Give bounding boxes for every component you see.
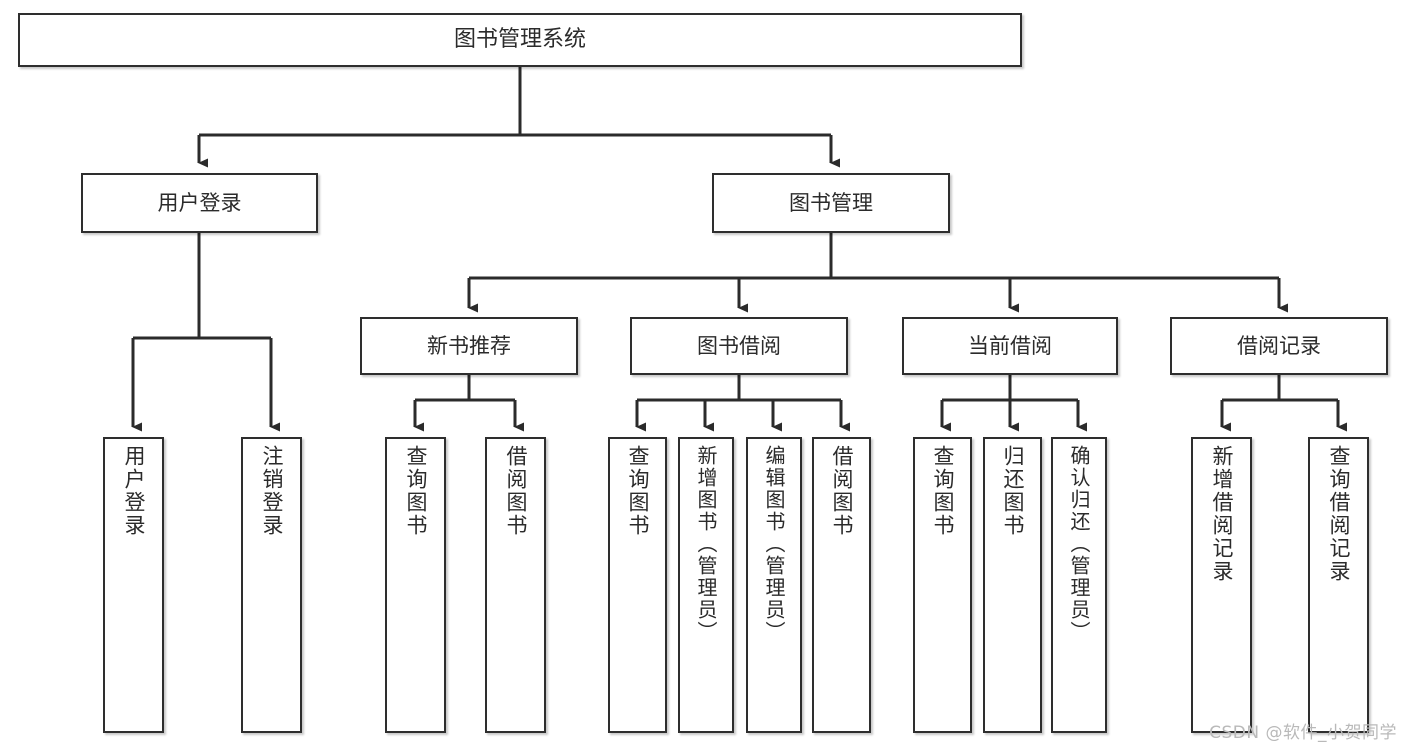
node-leaf-user-login[interactable]: 用户登录 <box>103 437 164 733</box>
node-current-borrow-label: 当前借阅 <box>968 333 1052 358</box>
node-leaf-query-book-2-label: 查询图书 <box>626 445 650 537</box>
node-book-manage-label: 图书管理 <box>789 190 873 215</box>
node-leaf-add-book-label: 新增图书（管理员） <box>694 445 718 643</box>
node-leaf-return-book-label: 归还图书 <box>1001 445 1025 537</box>
node-leaf-borrow-book-2[interactable]: 借阅图书 <box>812 437 871 733</box>
node-leaf-borrow-book-1[interactable]: 借阅图书 <box>485 437 546 733</box>
node-leaf-borrow-book-2-label: 借阅图书 <box>830 445 854 537</box>
node-leaf-confirm-return-label: 确认归还（管理员） <box>1067 445 1091 643</box>
node-leaf-query-book-3-label: 查询图书 <box>931 445 955 537</box>
node-new-book-recommend-label: 新书推荐 <box>427 333 511 358</box>
node-leaf-query-book-3[interactable]: 查询图书 <box>913 437 972 733</box>
node-book-borrow-label: 图书借阅 <box>697 333 781 358</box>
node-leaf-query-book-1-label: 查询图书 <box>404 445 428 537</box>
node-leaf-query-book-1[interactable]: 查询图书 <box>385 437 446 733</box>
node-leaf-query-book-2[interactable]: 查询图书 <box>608 437 667 733</box>
node-leaf-user-login-label: 用户登录 <box>122 445 146 537</box>
node-leaf-edit-book[interactable]: 编辑图书（管理员） <box>746 437 802 733</box>
node-root[interactable]: 图书管理系统 <box>18 13 1022 67</box>
node-leaf-query-record[interactable]: 查询借阅记录 <box>1308 437 1369 733</box>
node-leaf-logout[interactable]: 注销登录 <box>241 437 302 733</box>
node-borrow-record-label: 借阅记录 <box>1237 333 1321 358</box>
node-book-borrow[interactable]: 图书借阅 <box>630 317 848 375</box>
node-leaf-return-book[interactable]: 归还图书 <box>983 437 1042 733</box>
node-user-login-label: 用户登录 <box>157 190 242 215</box>
node-leaf-add-record-label: 新增借阅记录 <box>1210 445 1234 583</box>
node-leaf-confirm-return[interactable]: 确认归还（管理员） <box>1051 437 1107 733</box>
node-leaf-edit-book-label: 编辑图书（管理员） <box>762 445 786 643</box>
node-leaf-add-book[interactable]: 新增图书（管理员） <box>678 437 734 733</box>
node-leaf-query-record-label: 查询借阅记录 <box>1327 445 1351 583</box>
node-leaf-add-record[interactable]: 新增借阅记录 <box>1191 437 1252 733</box>
node-root-label: 图书管理系统 <box>453 27 586 53</box>
node-user-login[interactable]: 用户登录 <box>81 173 318 233</box>
node-borrow-record[interactable]: 借阅记录 <box>1170 317 1388 375</box>
node-new-book-recommend[interactable]: 新书推荐 <box>360 317 578 375</box>
node-current-borrow[interactable]: 当前借阅 <box>902 317 1118 375</box>
node-book-manage[interactable]: 图书管理 <box>712 173 950 233</box>
node-leaf-logout-label: 注销登录 <box>260 445 284 537</box>
node-leaf-borrow-book-1-label: 借阅图书 <box>504 445 528 537</box>
